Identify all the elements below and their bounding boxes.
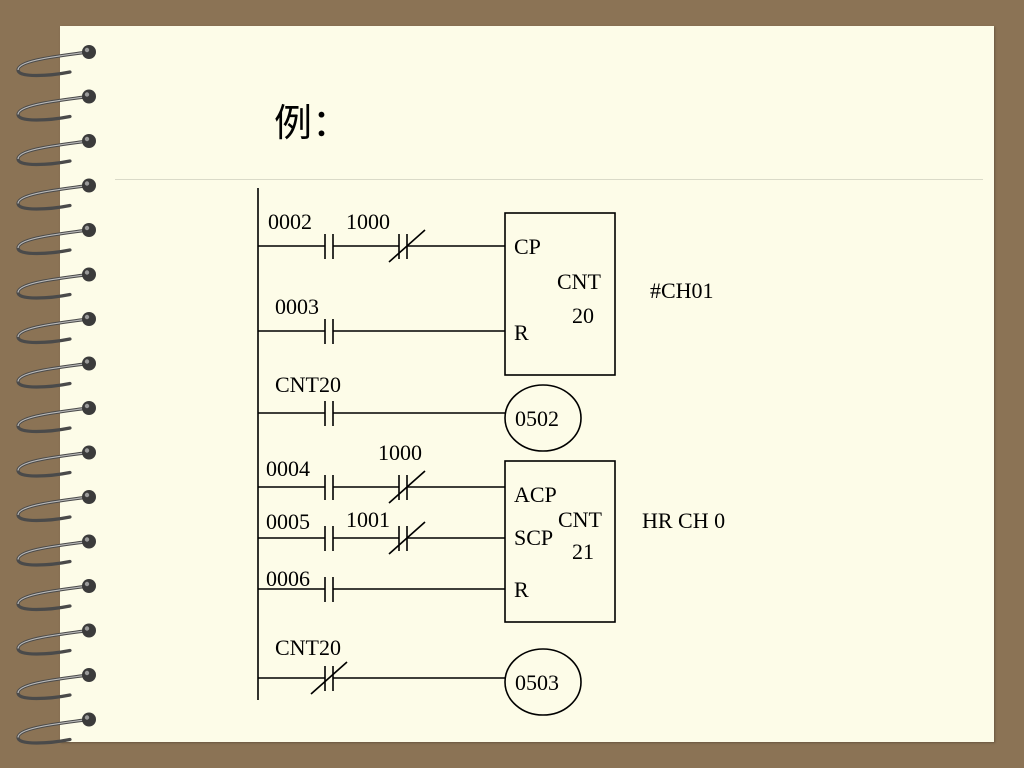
input-label-r2: R	[514, 577, 529, 602]
contact-no-0005	[324, 526, 334, 551]
contact-no-0003	[324, 319, 334, 344]
rung-output-0502: CNT20 0502	[258, 372, 582, 452]
counter-name: CNT	[557, 269, 602, 294]
spiral-binding	[16, 45, 96, 745]
counter-name-2: CNT	[558, 507, 603, 532]
output-coil-0502	[504, 384, 582, 452]
counter-setvalue-note: #CH01	[650, 278, 714, 303]
contact-no-0004	[324, 475, 334, 500]
counter-block-cnt20	[504, 212, 616, 376]
rung-cnt21: 0004 1000 0005 1001 0006 ACP SCP R CNT 2…	[258, 440, 725, 623]
spiral-ring	[16, 401, 96, 434]
input-label-acp: ACP	[514, 482, 557, 507]
contact-label-0006: 0006	[266, 566, 310, 591]
contact-label-1000: 1000	[346, 209, 390, 234]
contact-no-0006	[324, 577, 334, 602]
input-label-scp: SCP	[514, 525, 553, 550]
spiral-ring	[16, 579, 96, 612]
spiral-ring	[16, 490, 96, 523]
input-label-cp: CP	[514, 234, 541, 259]
spiral-ring	[16, 223, 96, 256]
rung-cnt20: 0002 1000 0003 CP R CNT 20 #CH01	[258, 209, 714, 376]
contact-no-cnt20	[324, 401, 334, 426]
spiral-ring	[16, 668, 96, 701]
spiral-ring	[16, 534, 96, 567]
counter-hr-note: HR CH 0	[642, 508, 725, 533]
contact-label-0004: 0004	[266, 456, 310, 481]
counter-number-2: 21	[572, 539, 594, 564]
spiral-ring	[16, 267, 96, 300]
spiral-ring	[16, 712, 96, 745]
contact-label-1000-b: 1000	[378, 440, 422, 465]
page-title: 例：	[274, 101, 351, 145]
output-label-0502: 0502	[515, 406, 559, 431]
counter-block-cnt21	[504, 460, 616, 623]
contact-no-0002	[324, 234, 334, 259]
spiral-ring	[16, 312, 96, 345]
rung-output-0503: CNT20 0503	[258, 635, 582, 716]
output-coil-0503	[504, 648, 582, 716]
spiral-ring	[16, 178, 96, 211]
output-label-0503: 0503	[515, 670, 559, 695]
contact-label-cnt20: CNT20	[275, 372, 341, 397]
spiral-ring	[16, 445, 96, 478]
spiral-ring	[16, 134, 96, 167]
page-divider	[115, 179, 983, 180]
contact-label-cnt20-b: CNT20	[275, 635, 341, 660]
spiral-ring	[16, 45, 96, 78]
counter-number: 20	[572, 303, 594, 328]
contact-label-1001: 1001	[346, 507, 390, 532]
input-label-r: R	[514, 320, 529, 345]
spiral-ring	[16, 623, 96, 656]
contact-label-0005: 0005	[266, 509, 310, 534]
spiral-ring	[16, 356, 96, 389]
spiral-ring	[16, 89, 96, 122]
contact-label-0002: 0002	[268, 209, 312, 234]
contact-label-0003: 0003	[275, 294, 319, 319]
